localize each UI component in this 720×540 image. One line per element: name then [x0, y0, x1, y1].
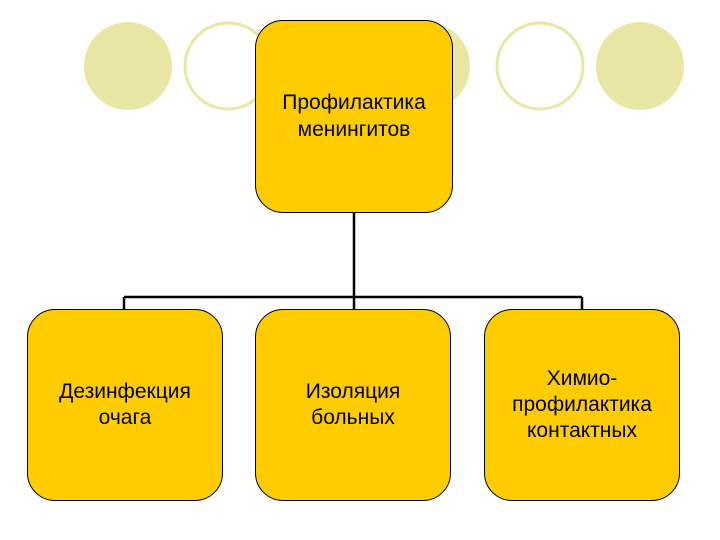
- root-node-meningitis-prevention: Профилактика менингитов: [255, 20, 453, 213]
- child-node-label: Изоляция больных: [305, 379, 401, 429]
- decor-circle-outline: [495, 21, 585, 111]
- child-node-disinfection: Дезинфекция очага: [27, 309, 223, 501]
- decor-circle-filled: [84, 22, 172, 110]
- root-node-label: Профилактика менингитов: [282, 91, 426, 141]
- decor-circle-filled: [596, 22, 684, 110]
- child-node-label: Химио- профилактика контактных: [512, 366, 652, 443]
- child-node-chemoprophylaxis: Химио- профилактика контактных: [484, 309, 680, 501]
- child-node-label: Дезинфекция очага: [59, 379, 191, 429]
- child-node-isolation: Изоляция больных: [255, 309, 451, 501]
